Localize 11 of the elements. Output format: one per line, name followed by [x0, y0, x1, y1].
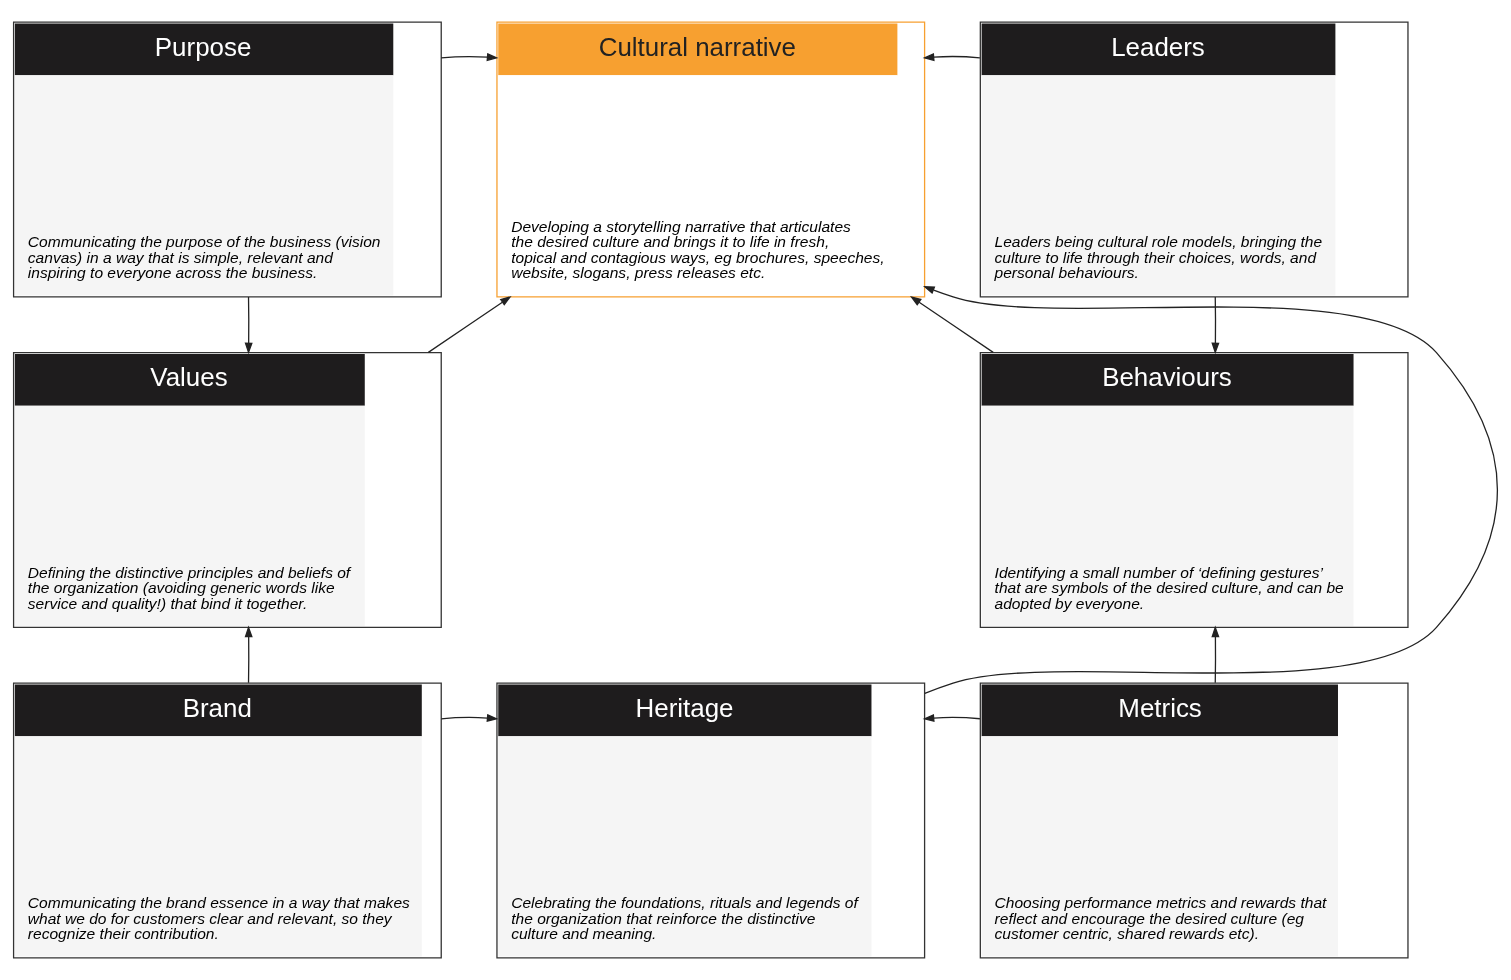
arrow: [1211, 296, 1220, 355]
arrow: [427, 295, 512, 354]
arrow: [922, 713, 981, 723]
arrow: [922, 53, 981, 62]
arrow: [922, 286, 1499, 694]
arrow: [1211, 625, 1220, 684]
arrow: [909, 295, 994, 354]
arrow: [440, 713, 499, 723]
arrow: [244, 625, 253, 684]
arrow: [440, 53, 499, 62]
arrow: [244, 296, 253, 355]
